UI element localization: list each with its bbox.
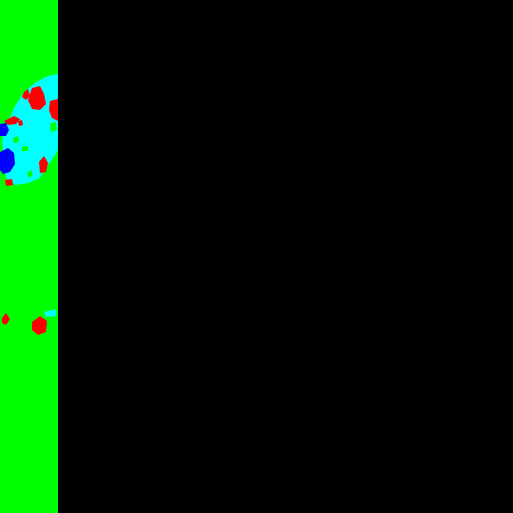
green-fleck (50, 122, 57, 132)
red-blob (28, 86, 46, 110)
red-blob (39, 156, 48, 173)
blue-blob (0, 123, 9, 136)
red-blob (2, 313, 10, 325)
red-blob (32, 316, 47, 335)
cyan-fleck (44, 309, 56, 317)
red-blob (22, 89, 30, 100)
blue-blob (0, 148, 15, 174)
green-fleck (22, 146, 28, 151)
green-fleck (27, 170, 33, 178)
green-fleck (13, 136, 19, 143)
red-blob (5, 179, 13, 186)
red-blob (49, 99, 58, 121)
red-blob (4, 116, 20, 125)
red-blob (18, 120, 23, 126)
